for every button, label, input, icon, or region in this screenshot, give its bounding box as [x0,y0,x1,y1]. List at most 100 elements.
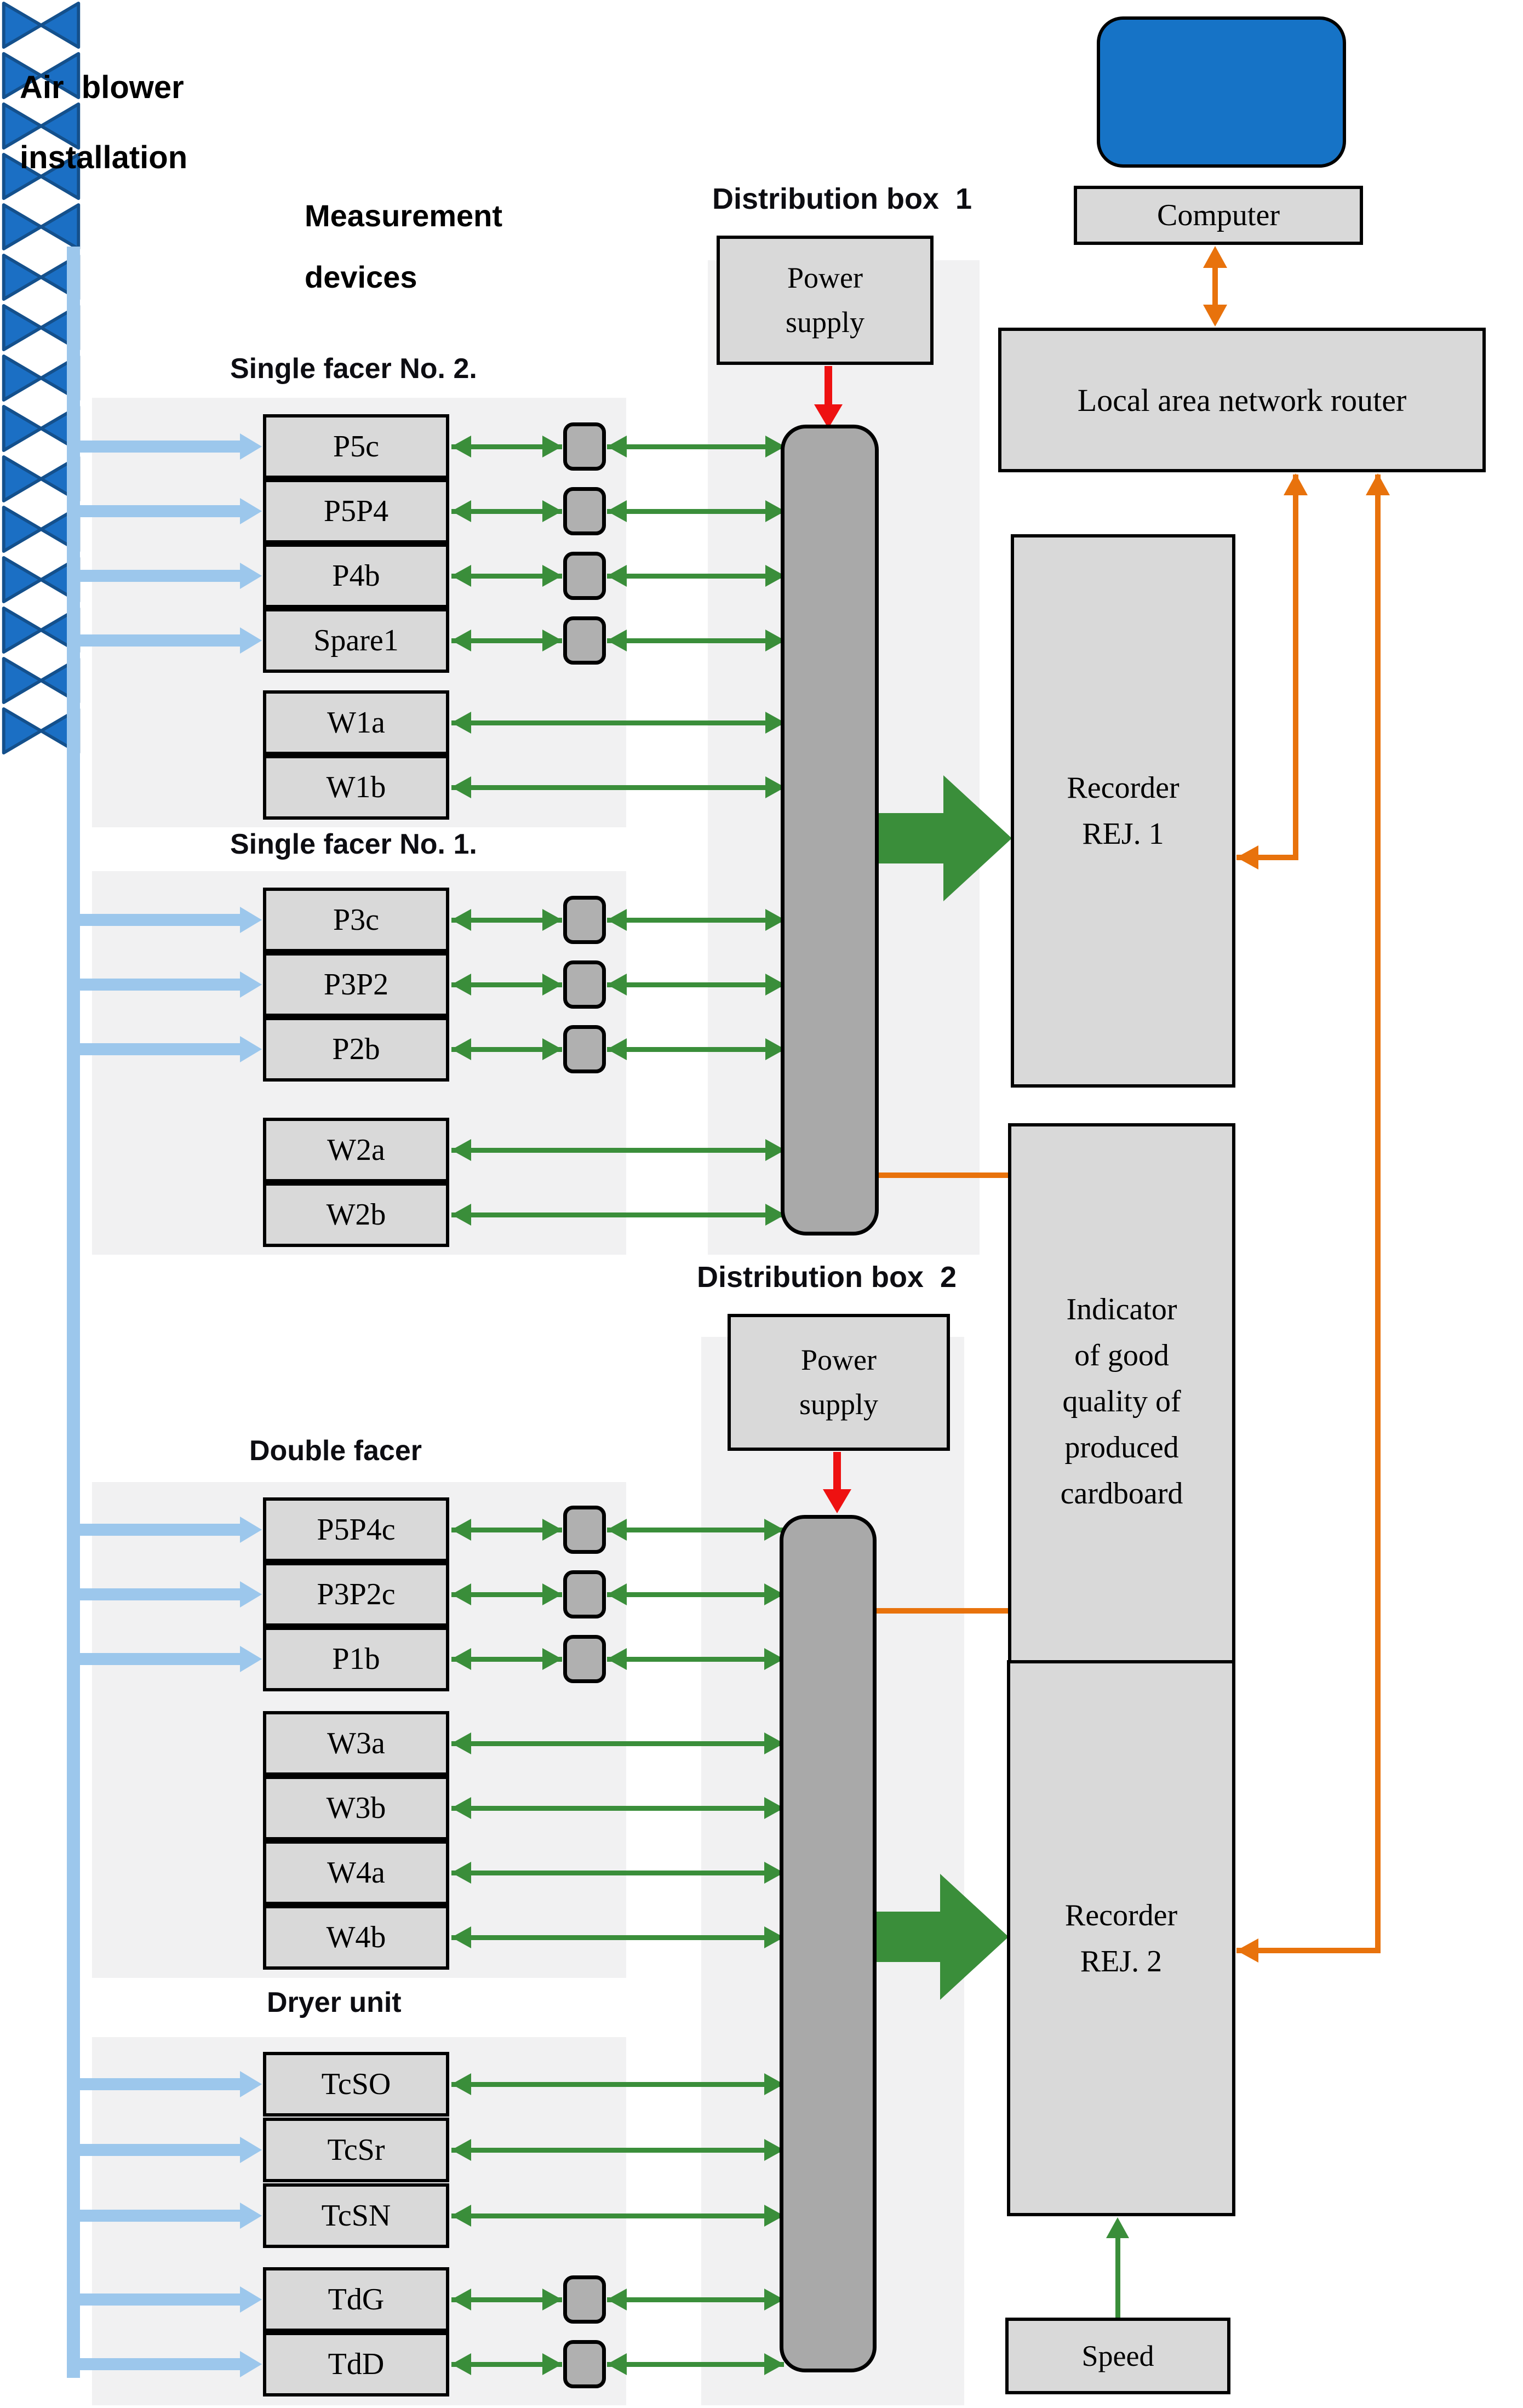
signal-arrow-line [451,1805,784,1811]
recorder2-router-head-up [1366,473,1390,495]
pipe-stub [75,2293,242,2306]
signal-arrow-line [607,444,785,449]
transmitter-box [563,552,606,600]
pipe-stub [75,914,242,926]
air-pipe [67,247,80,2378]
pipe-arrowhead [240,563,262,589]
pipe-stub [75,1043,242,1055]
signal-arrow-line [607,508,785,514]
signal-arrow-head-right [542,909,562,931]
pipe-arrowhead [240,1036,262,1062]
signal-arrow-head-right [542,565,562,587]
signal-arrow-line [451,444,562,449]
signal-arrow-head-left [607,2289,627,2310]
recorder2-router-head-left [1236,1938,1258,1963]
signal-arrow-head-left [451,1926,471,1948]
signal-arrow-head-right [542,974,562,996]
distribution-box-2-label: Distribution box 2 [697,1261,957,1294]
pipe-stub [75,441,242,453]
device-box: W4a [263,1840,449,1905]
signal-arrow-line [451,1046,562,1052]
signal-arrow-head-left [607,2353,627,2375]
device-box: P5c [263,414,449,479]
pipe-arrowhead [240,2351,262,2377]
indicator-bar1-line [784,1172,1009,1178]
router-box: Local area network router [998,328,1486,472]
signal-arrow-head-left [607,500,627,522]
signal-arrow-head-left [451,2353,471,2375]
signal-arrow-head-right [542,630,562,651]
recorder1-router-head-left [1236,845,1258,870]
pipe-arrowhead [240,971,262,998]
pipe-arrowhead [240,498,262,524]
computer-monitor-icon [1097,16,1346,168]
bus-arrow-2-head [940,1874,1009,2000]
signal-arrow-line [451,1212,785,1217]
signal-arrow-head-left [607,1519,627,1541]
signal-arrow-head-left [451,1519,471,1541]
section-label: Single facer No. 1. [230,828,477,860]
bus-arrow-1-head [943,775,1012,901]
device-box: P5P4 [263,479,449,544]
pipe-arrowhead [240,1581,262,1608]
pipe-arrowhead [240,2137,262,2163]
transmitter-box [563,1506,606,1554]
signal-arrow-head-right [542,2353,562,2375]
pipe-stub [75,2358,242,2370]
signal-arrow-line [607,1592,784,1597]
signal-arrow-head-left [451,1204,471,1226]
signal-arrow-head-right [542,1038,562,1060]
pipe-stub [75,979,242,991]
signal-arrow-line [451,2361,562,2367]
transmitter-box [563,896,606,944]
pipe-arrowhead [240,1517,262,1543]
device-box: P2b [263,1017,449,1082]
signal-arrow-head-left [451,500,471,522]
signal-arrow-head-left [451,2139,471,2161]
device-box: P4b [263,544,449,608]
signal-arrow-line [607,2361,784,2367]
signal-arrow-head-left [607,630,627,651]
signal-arrow-head-left [451,909,471,931]
speed-recorder2-line [1115,2238,1120,2319]
signal-arrow-line [451,1656,562,1662]
signal-arrow-line [451,917,562,923]
quality-indicator-box: Indicator of good quality of produced ca… [1008,1123,1235,1679]
signal-arrow-line [607,573,785,579]
signal-arrow-head-left [607,1648,627,1670]
signal-arrow-line [607,1656,784,1662]
signal-arrow-line [607,2297,784,2302]
device-box: W2a [263,1118,449,1182]
pipe-arrowhead [240,1646,262,1672]
signal-arrow-head-left [451,436,471,457]
valve-icon [0,50,82,101]
signal-arrow-line [451,1741,784,1746]
transmitter-box [563,2340,606,2388]
signal-arrow-head-right [542,436,562,457]
recorder-1-box: Recorder REJ. 1 [1011,534,1235,1088]
pipe-stub [75,1588,242,1600]
bus-arrow-1-shaft [878,813,947,863]
valve-icon [0,151,82,202]
transmitter-box [563,2275,606,2324]
pipe-stub [75,634,242,647]
power-supply-1-box: Power supply [717,236,934,365]
valve-icon [0,0,82,50]
computer-box: Computer [1074,186,1363,245]
signal-arrow-head-left [607,909,627,931]
signal-arrow-line [607,1527,784,1532]
section-label: Dryer unit [267,1987,402,2018]
signal-arrow-head-left [607,1038,627,1060]
power-arrow-2-head [823,1489,851,1513]
pipe-stub [75,505,242,517]
pipe-arrowhead [240,627,262,654]
signal-arrow-head-right [542,1583,562,1605]
device-box: W2b [263,1182,449,1247]
signal-arrow-line [451,638,562,643]
pipe-stub [75,570,242,582]
signal-arrow-line [451,2297,562,2302]
signal-arrow-head-left [451,712,471,734]
device-box: Spare1 [263,608,449,673]
device-box: TdD [263,2332,449,2396]
signal-arrow-head-left [451,1797,471,1819]
